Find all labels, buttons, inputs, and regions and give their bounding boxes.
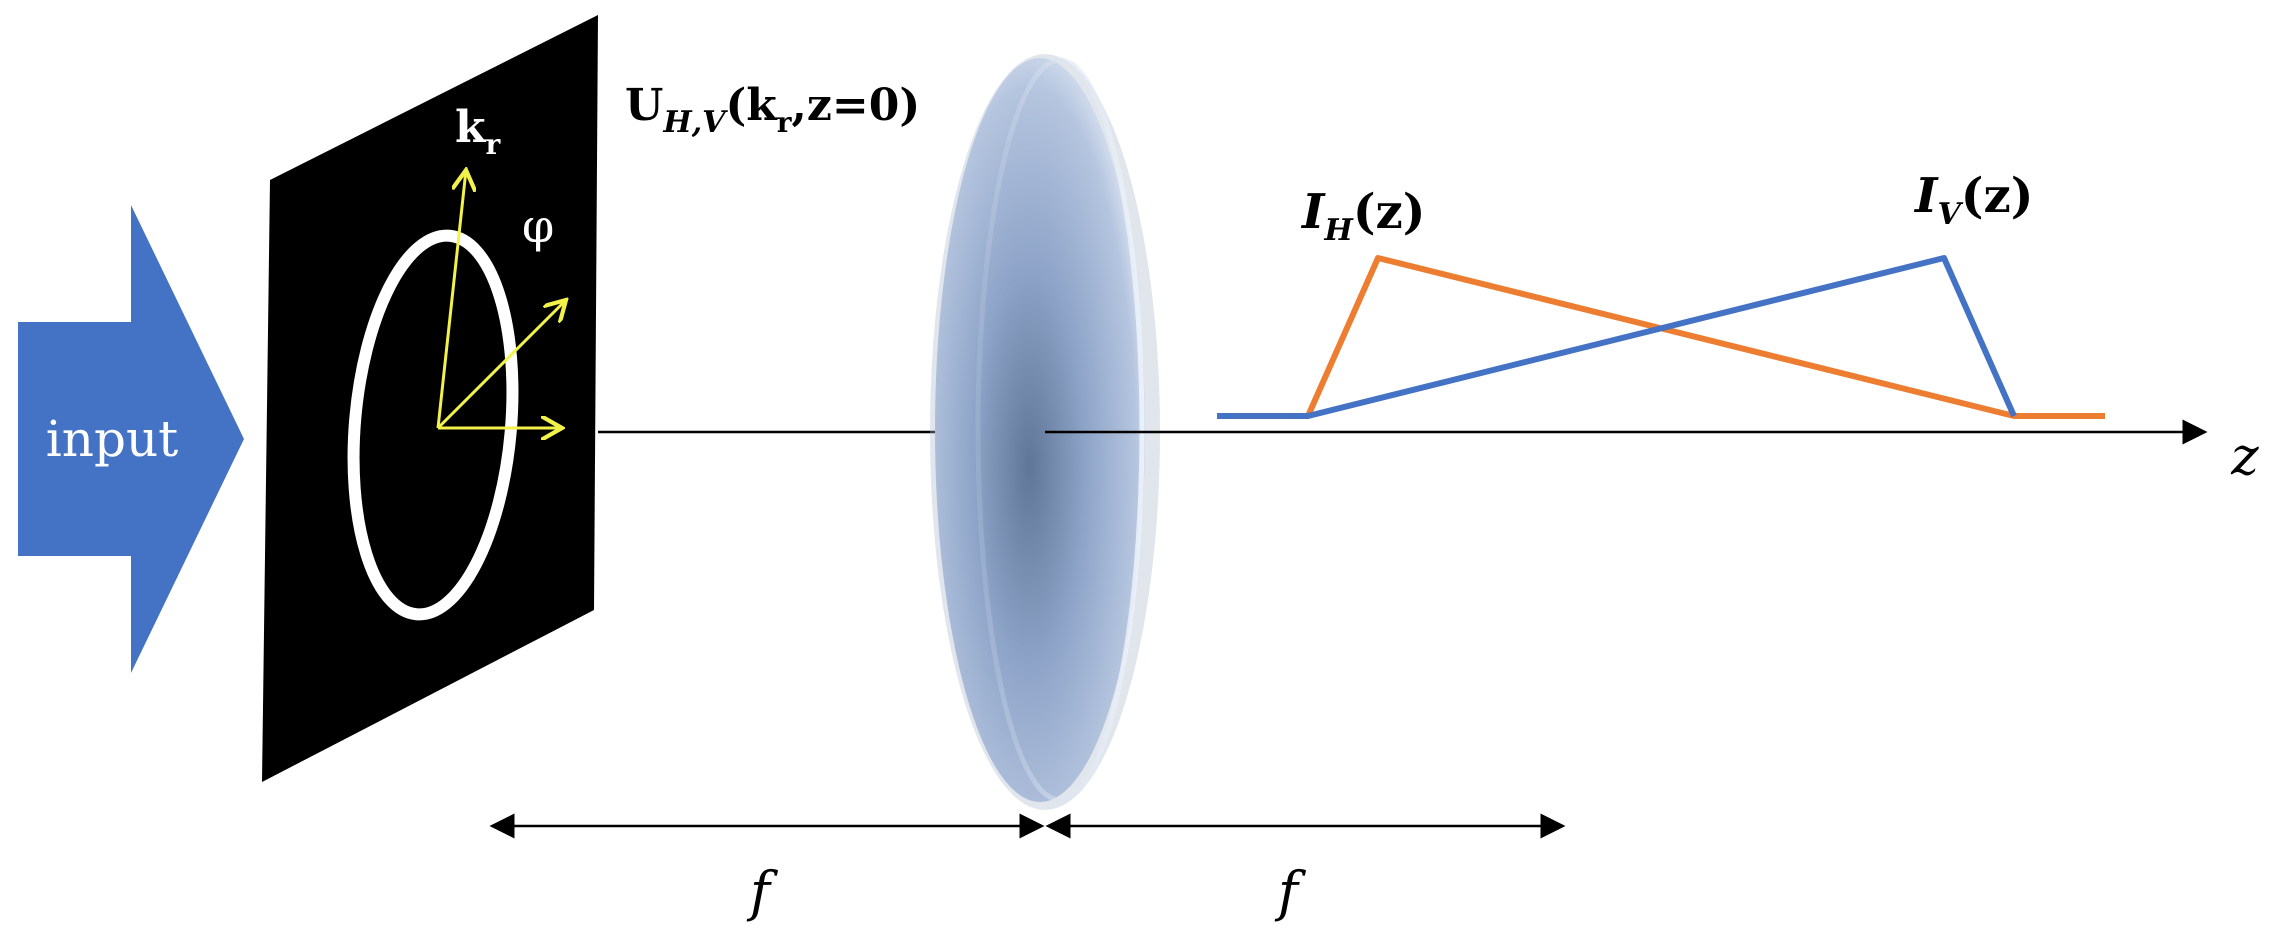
- kr-label: kr: [455, 102, 502, 161]
- focal-label-left: f: [746, 860, 778, 923]
- vector-arrows: [436, 170, 566, 430]
- intensity-h-label: IH(z): [1300, 184, 1426, 248]
- intensity-h-line: [1305, 255, 2105, 419]
- kr-vector: [436, 170, 466, 429]
- z-axis-label: z: [2230, 427, 2259, 487]
- field-label: UH,V(kr,z=0): [625, 80, 920, 140]
- intensity-v-line: [1217, 255, 2017, 419]
- focal-label-right: f: [1274, 860, 1306, 923]
- phi-label: φ: [522, 199, 554, 253]
- input-plane: kr φ: [262, 15, 598, 782]
- input-arrow: input: [18, 205, 244, 673]
- input-label: input: [46, 410, 179, 468]
- intensity-plot: IH(z) IV(z): [1217, 168, 2105, 419]
- intensity-v-label: IV(z): [1913, 168, 2033, 232]
- focal-length-arrows: f f: [489, 813, 1566, 923]
- phi-vector: [436, 300, 566, 430]
- ring: [347, 229, 519, 621]
